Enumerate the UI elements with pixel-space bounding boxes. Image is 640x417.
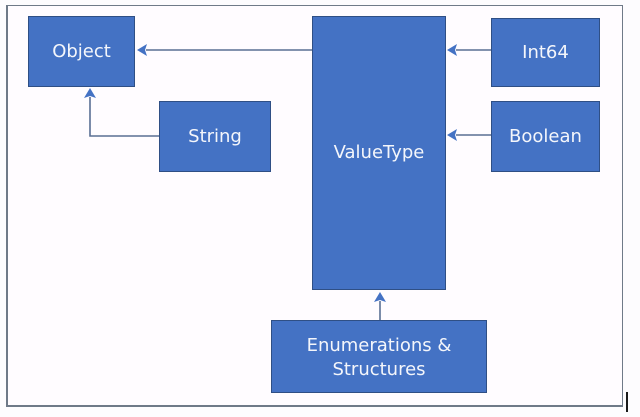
arrowhead-object-right <box>137 44 147 56</box>
arrowhead-valuetype-enum <box>374 292 386 302</box>
node-enum-label: Enumerations & Structures <box>306 334 452 380</box>
arrowhead-object-bottom <box>84 88 96 98</box>
arrowhead-valuetype-int64 <box>447 44 457 56</box>
node-object-label: Object <box>52 40 111 62</box>
arrowhead-valuetype-boolean <box>447 129 457 141</box>
text-cursor-icon <box>626 392 628 412</box>
node-enumerations-structures: Enumerations & Structures <box>271 320 487 393</box>
node-valuetype-label: ValueType <box>333 142 425 163</box>
node-boolean: Boolean <box>491 101 600 172</box>
node-int64: Int64 <box>491 18 600 87</box>
edge-string-object <box>89 97 159 137</box>
node-object: Object <box>28 16 135 87</box>
node-int64-label: Int64 <box>522 41 569 63</box>
node-boolean-label: Boolean <box>509 125 582 147</box>
node-string: String <box>159 101 271 172</box>
node-valuetype: ValueType <box>312 16 446 290</box>
node-string-label: String <box>188 125 242 147</box>
